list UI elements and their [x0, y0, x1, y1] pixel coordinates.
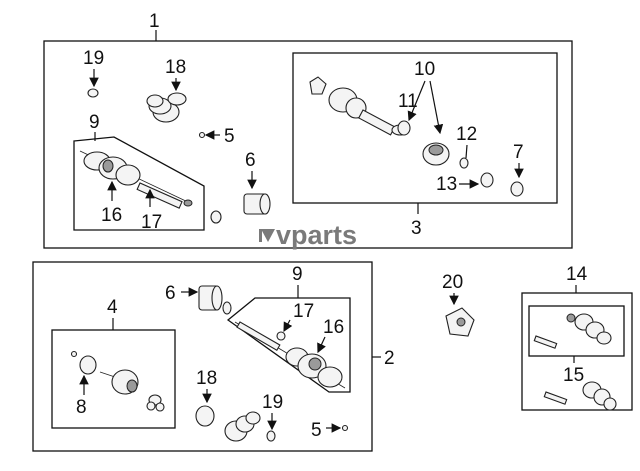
subassembly-3-box — [292, 52, 558, 204]
callout-7: 7 — [513, 142, 524, 163]
small-clip-part — [198, 131, 206, 139]
callout-11: 11 — [398, 91, 418, 112]
damper-part — [243, 193, 271, 215]
callout-6-top: 6 — [245, 150, 256, 171]
tripod-joint-part — [99, 369, 165, 412]
small-clip-part — [70, 350, 78, 358]
assembly-1-box — [43, 40, 573, 249]
callout-18-bottom: 18 — [196, 368, 217, 389]
callout-12: 12 — [456, 124, 477, 145]
callout-16-bottom: 16 — [323, 317, 344, 338]
bracket-part — [445, 307, 475, 337]
callout-16-top: 16 — [101, 205, 122, 226]
bearing-housing-part — [422, 142, 450, 166]
callout-1: 1 — [149, 11, 160, 32]
callout-17-top: 17 — [141, 212, 162, 233]
callout-19-bottom: 19 — [262, 392, 283, 413]
ring-part — [210, 210, 222, 224]
callout-13: 13 — [436, 174, 457, 195]
callout-19-top: 19 — [83, 48, 104, 69]
clamp-part — [266, 430, 276, 442]
clamp-part — [195, 405, 215, 427]
callout-14: 14 — [566, 264, 588, 285]
callout-9-top: 9 — [89, 112, 100, 133]
inner-cv-joint-part — [309, 76, 411, 136]
callout-6-bottom: 6 — [165, 283, 176, 304]
subassembly-14-inner-box — [528, 305, 625, 357]
callout-8: 8 — [76, 397, 87, 418]
seal-part — [510, 181, 524, 197]
callout-10: 10 — [414, 59, 435, 80]
clamp-part — [87, 88, 99, 98]
damper-part — [198, 285, 223, 311]
vparts-logo-icon — [259, 229, 275, 242]
ring-part — [222, 301, 232, 315]
axle-shaft-bottom — [234, 321, 346, 389]
axle-subassembly-box-bottom — [226, 297, 351, 393]
callout-9-bottom: 9 — [292, 264, 303, 285]
watermark-brand: vparts — [276, 220, 357, 250]
small-clip-part — [341, 424, 349, 432]
clamp-part — [276, 331, 286, 341]
boot-part — [224, 411, 261, 442]
callout-17-bottom: 17 — [293, 301, 314, 322]
callout-18-top: 18 — [165, 57, 186, 78]
boot-part — [146, 92, 187, 123]
callout-3: 3 — [411, 218, 422, 239]
callout-5-bottom: 5 — [311, 420, 322, 441]
boot-kit-part — [543, 381, 617, 411]
callout-5-top: 5 — [224, 126, 235, 147]
snap-ring-part — [459, 157, 469, 169]
bearing-part — [480, 172, 494, 188]
callout-4: 4 — [107, 297, 118, 318]
callout-20: 20 — [442, 272, 463, 293]
retaining-ring-part — [79, 355, 97, 375]
boot-kit-part — [533, 313, 612, 349]
axle-shaft-top — [79, 150, 193, 209]
assembly-14-box — [521, 292, 633, 411]
axle-subassembly-box-top — [73, 136, 205, 231]
callout-2: 2 — [384, 348, 395, 369]
callout-15: 15 — [563, 365, 584, 386]
